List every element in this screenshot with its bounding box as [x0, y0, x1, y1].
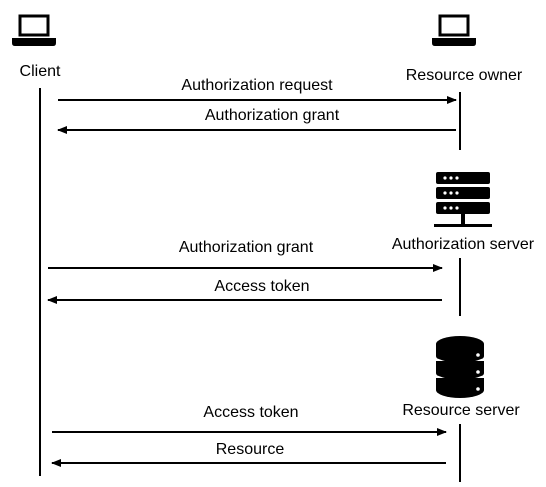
- message-label-resource: Resource: [216, 441, 285, 458]
- message-label-access-token: Access token: [214, 278, 309, 295]
- message-label-authorization-grant-2: Authorization grant: [179, 239, 314, 256]
- resource-owner-label: Resource owner: [406, 67, 523, 84]
- message-label-authorization-request: Authorization request: [181, 77, 333, 94]
- resource-server-label: Resource server: [402, 402, 520, 419]
- database-icon: [435, 336, 485, 398]
- server-rack-icon: [434, 172, 492, 227]
- message-label-access-token-2: Access token: [203, 404, 298, 421]
- authorization-server-label: Authorization server: [392, 236, 535, 253]
- message-label-authorization-grant: Authorization grant: [205, 107, 340, 124]
- resource-owner-laptop-icon: [432, 14, 476, 46]
- client-label: Client: [20, 63, 61, 80]
- client-laptop-icon: [12, 14, 56, 46]
